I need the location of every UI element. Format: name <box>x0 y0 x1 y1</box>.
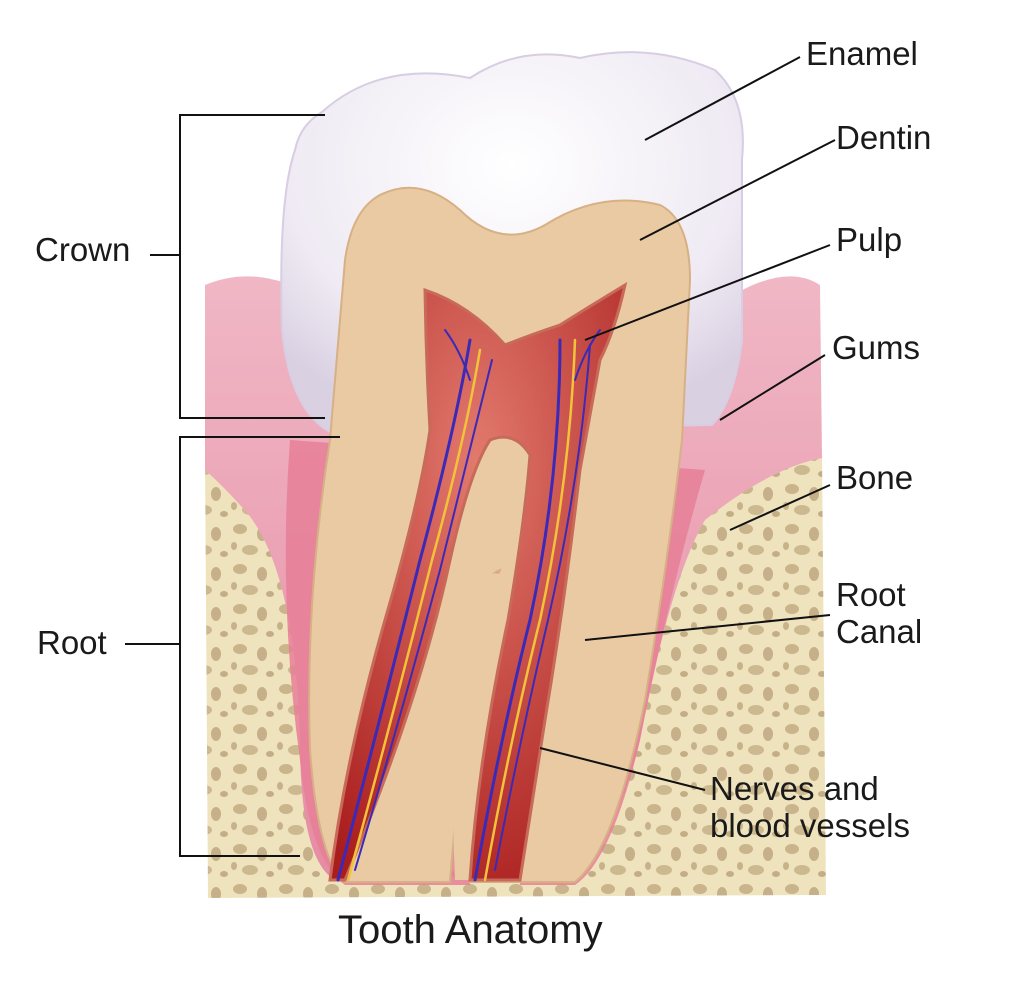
label-crown: Crown <box>35 231 131 268</box>
label-gums: Gums <box>832 329 921 366</box>
label-dentin: Dentin <box>836 119 932 156</box>
pulp <box>328 281 628 882</box>
label-root-canal-line1: Root <box>836 576 906 613</box>
label-root: Root <box>37 624 107 661</box>
crown-bracket <box>150 114 325 419</box>
diagram-title: Tooth Anatomy <box>338 908 603 952</box>
label-enamel: Enamel <box>806 35 918 72</box>
label-root-canal-line2: Canal <box>836 613 923 650</box>
root-bracket <box>125 436 340 857</box>
label-nerves-line2: blood vessels <box>710 807 910 844</box>
label-nerves-line1: Nerves and <box>710 770 879 807</box>
label-pulp: Pulp <box>836 221 903 258</box>
leader-lines <box>539 56 836 791</box>
label-bone: Bone <box>836 459 914 496</box>
nerves-and-vessels <box>336 329 601 882</box>
